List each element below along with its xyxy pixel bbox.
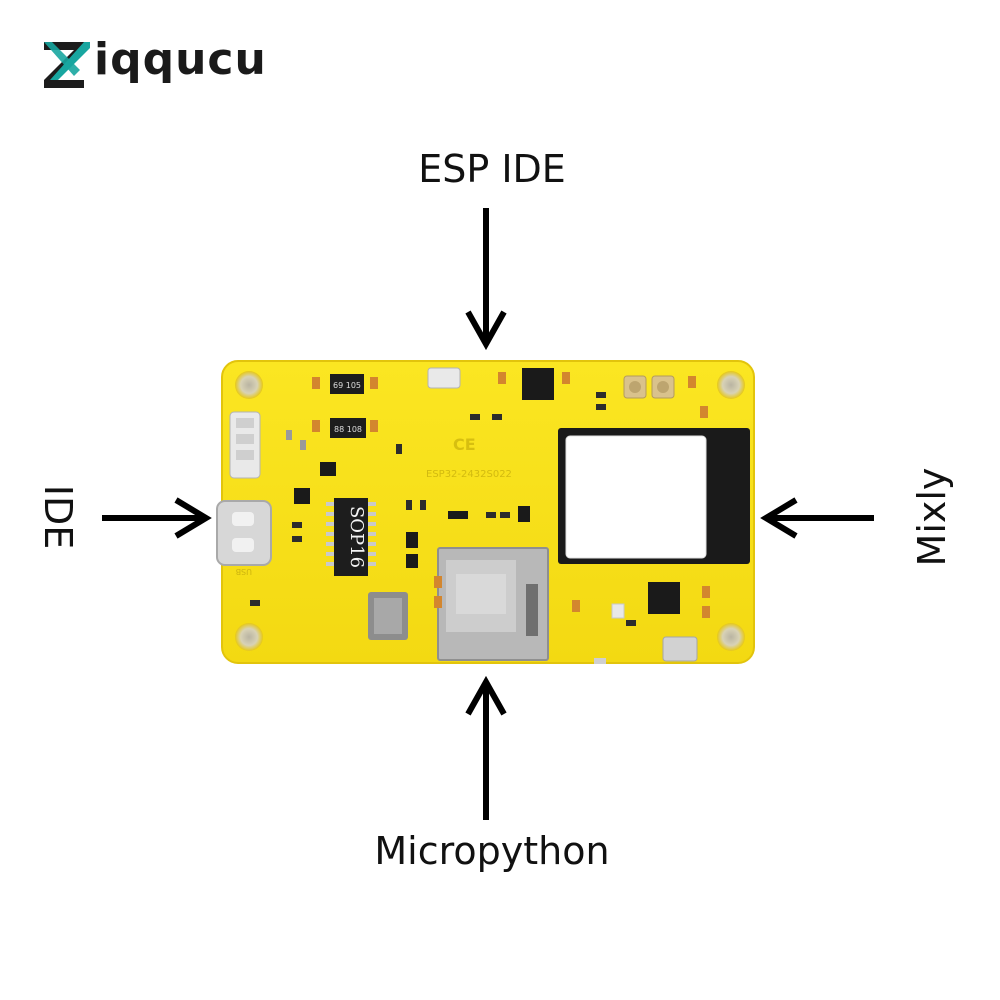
- ic-top-left-1: [330, 374, 364, 394]
- usb-c-port: [216, 500, 272, 566]
- brand-name: iqqucu: [94, 34, 267, 85]
- ic-bottom-right: [648, 582, 680, 614]
- transistor-1: [294, 488, 310, 504]
- label-micropython: Micropython: [374, 829, 610, 873]
- usb-silk: USB: [236, 567, 252, 576]
- transistor-2: [320, 462, 336, 476]
- arrow-up-icon: [465, 675, 507, 820]
- svg-text:69 105: 69 105: [333, 381, 361, 390]
- mounting-holes: [235, 371, 745, 651]
- jst-connector-top: [427, 367, 461, 389]
- ic-top-left-2: [330, 418, 366, 438]
- ic-top-mid: [522, 368, 554, 400]
- jst-connector-bottom: [662, 636, 698, 662]
- smd-components: [250, 372, 710, 664]
- ce-mark-icon: CE: [453, 435, 476, 454]
- sop16-chip: [334, 498, 368, 576]
- arrow-down-icon: [465, 208, 507, 351]
- board-model: ESP32-2432S022: [426, 469, 512, 480]
- arrow-right-icon: [102, 497, 212, 539]
- sop16-label: SOP16: [346, 506, 367, 568]
- label-esp-ide: ESP IDE: [418, 147, 566, 191]
- svg-text:88 108: 88 108: [334, 425, 362, 434]
- arrow-left-icon: [760, 497, 874, 539]
- module-shield: [565, 435, 707, 559]
- logo-z-icon: [44, 42, 90, 88]
- brand-logo: iqqucu: [40, 30, 280, 90]
- jst-connector-left: [229, 411, 261, 479]
